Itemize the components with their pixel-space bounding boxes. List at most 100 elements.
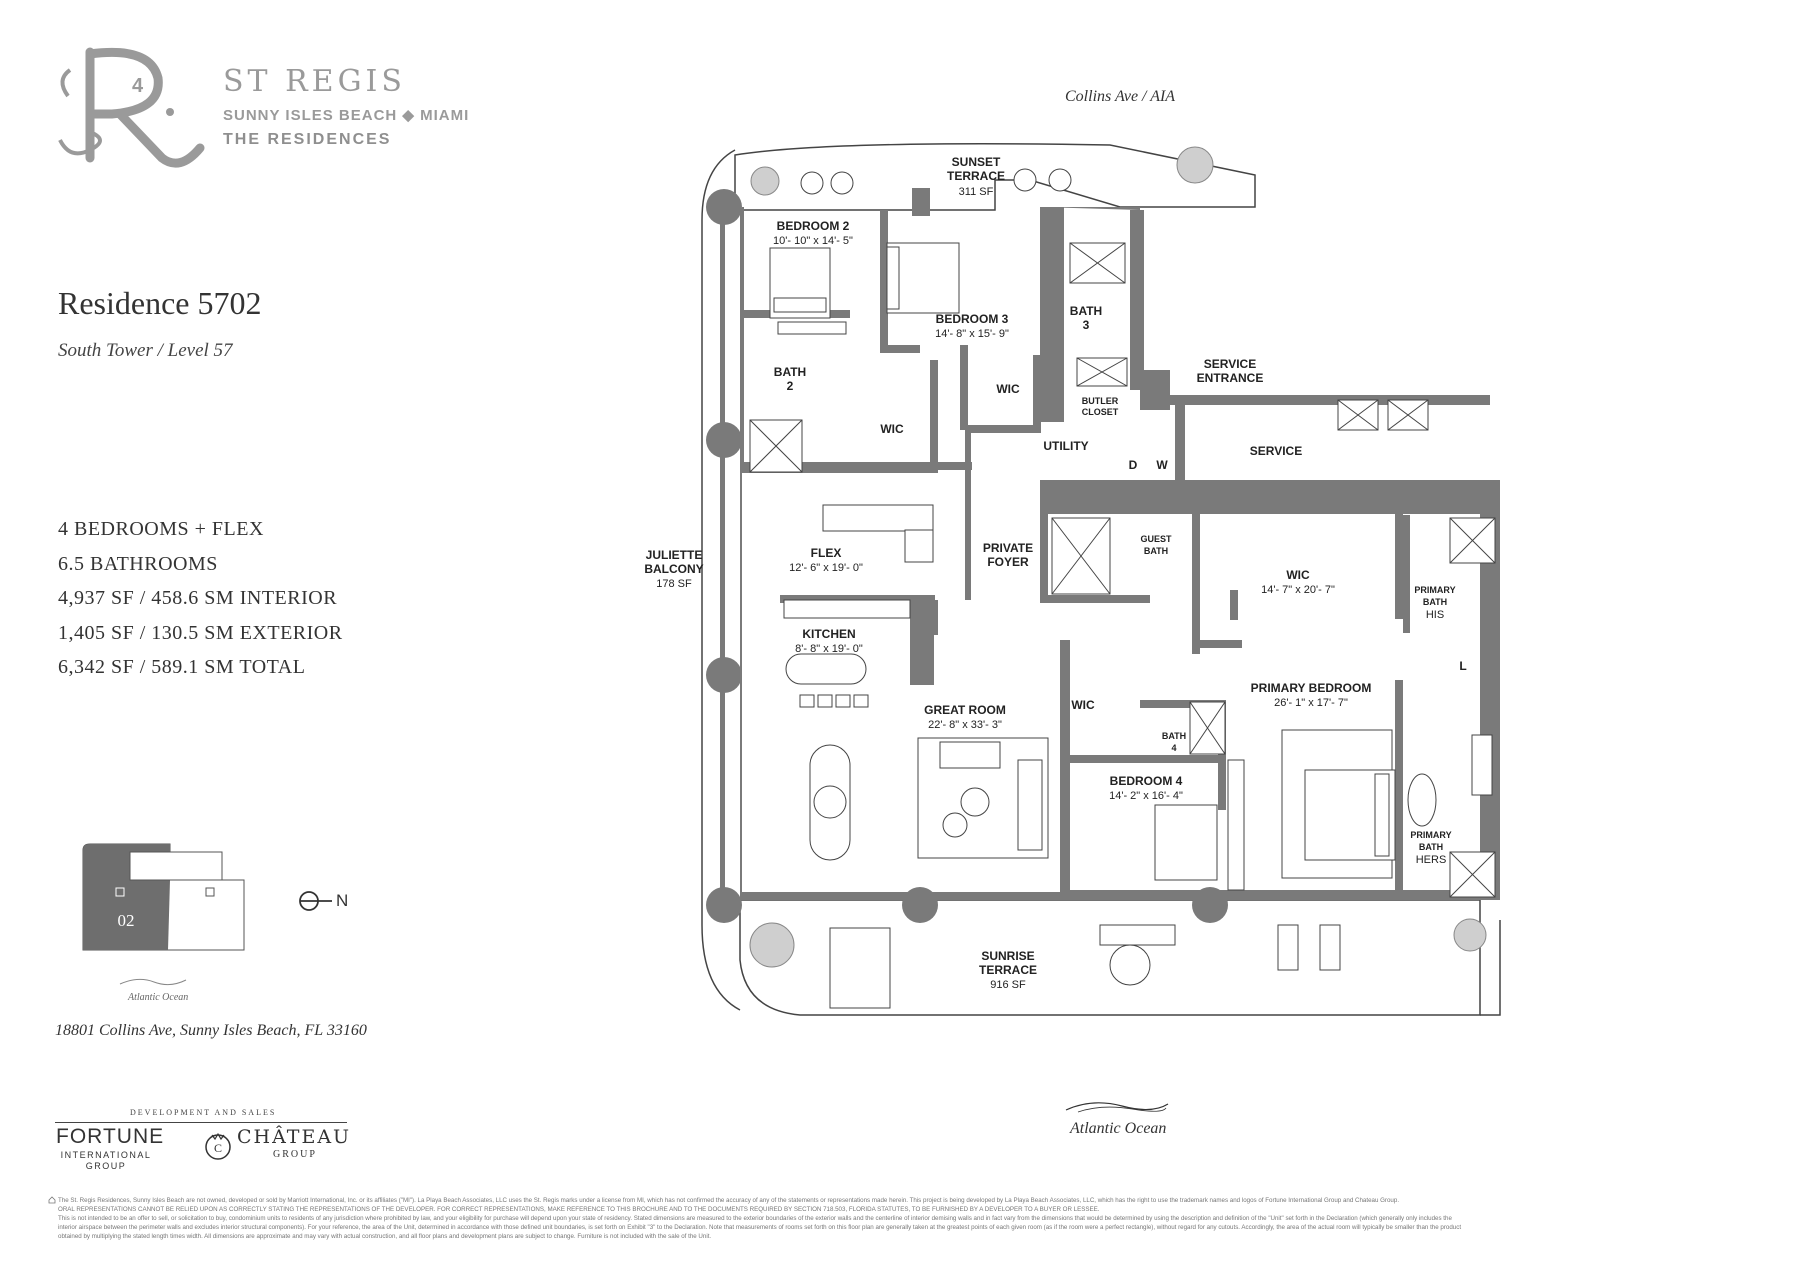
foyer-label: PRIVATE <box>983 541 1033 555</box>
lounger-icon <box>1319 924 1341 971</box>
fortune-sub-line1: INTERNATIONAL <box>60 1150 152 1160</box>
bathtub-icon <box>1407 773 1437 827</box>
linen-label: L <box>1459 659 1466 673</box>
sunset-terrace-label: SUNSET <box>952 155 1001 169</box>
plan-ocean-label: Atlantic Ocean <box>1070 1120 1167 1137</box>
disclaimer-line-5: obtained by multiplying the stated lengt… <box>58 1233 712 1240</box>
brand-name: ST REGIS <box>223 64 406 99</box>
primary-bedroom-dim: 26'- 1" x 17'- 7" <box>1274 697 1348 709</box>
disclaimer-line-4: interior airspace between the perimeter … <box>58 1224 1462 1231</box>
chair-icon <box>800 171 824 195</box>
column <box>706 422 742 458</box>
sectional-sofa-icon <box>822 504 934 532</box>
fortune-logo-text: FORTUNE <box>56 1125 165 1148</box>
primary-bedroom-label: PRIMARY BEDROOM <box>1251 681 1372 695</box>
stat-total: 6,342 SF / 589.1 SM TOTAL <box>58 656 306 678</box>
wic-b4-label: WIC <box>1071 698 1095 712</box>
vanity-icon <box>1471 734 1493 796</box>
brand-residences: THE RESIDENCES <box>223 131 392 148</box>
key-plan-wave-icon <box>119 978 187 986</box>
bath-his-label: PRIMARY <box>1414 585 1455 595</box>
coffee-table-icon <box>960 787 990 817</box>
kitchen-dim: 8'- 8" x 19'- 0" <box>795 643 863 655</box>
sunset-terrace-area: 311 SF <box>959 186 994 198</box>
bath-hers-label-3: HERS <box>1416 854 1447 866</box>
developers-divider <box>55 1122 347 1123</box>
wic-main-label: WIC <box>1286 568 1310 582</box>
bed-icon <box>1154 804 1218 881</box>
butler-label-2: CLOSET <box>1082 407 1119 417</box>
bath2-label: BATH <box>774 365 806 379</box>
utility-label: UTILITY <box>1043 439 1088 453</box>
great-room-label: GREAT ROOM <box>924 703 1006 717</box>
fortune-logo-sub: INTERNATIONAL GROUP <box>56 1150 156 1172</box>
service-entrance-label-2: ENTRANCE <box>1197 371 1264 385</box>
service-entrance-label: SERVICE <box>1204 357 1256 371</box>
residence-subtitle: South Tower / Level 57 <box>58 340 233 361</box>
ocean-wave-icon <box>1065 1102 1169 1113</box>
developers-label: DEVELOPMENT AND SALES <box>130 1108 277 1117</box>
juliette-label: JULIETTE <box>646 548 703 562</box>
chair-icon <box>1013 168 1037 192</box>
room-labels: SUNSET TERRACE 311 SF BEDROOM 2 10'- 10"… <box>644 155 1466 991</box>
kitchen-counter-icon <box>783 599 911 619</box>
flex-label: FLEX <box>811 546 842 560</box>
bedroom4-dim: 14'- 2" x 16'- 4" <box>1109 790 1183 802</box>
juliette-label-2: BALCONY <box>644 562 703 576</box>
washer-label: W <box>1156 458 1168 472</box>
bath2-num: 2 <box>787 379 794 393</box>
brand-subline: SUNNY ISLES BEACH ◆ MIAMI <box>223 107 470 124</box>
disclaimer-line-3: This is not intended to be an offer to s… <box>58 1215 1452 1222</box>
disclaimer-line-2: ORAL REPRESENTATIONS CANNOT BE RELIED UP… <box>58 1206 1100 1213</box>
plant-icon <box>749 922 795 968</box>
bath4-label: BATH <box>1162 731 1186 741</box>
chair-icon <box>830 171 854 195</box>
wic-main-dim: 14'- 7" x 20'- 7" <box>1261 584 1335 596</box>
key-plan: 02 <box>82 843 245 951</box>
bath-his-label-2: BATH <box>1423 597 1447 607</box>
chateau-crest-icon: C <box>205 1132 231 1160</box>
column <box>706 189 742 225</box>
legal-disclaimer: The St. Regis Residences, Sunny Isles Be… <box>58 1196 1788 1241</box>
bedroom3-label: BEDROOM 3 <box>936 312 1009 326</box>
plant-icon <box>1176 146 1214 184</box>
plant-icon <box>1453 918 1487 952</box>
bath-his-label-3: HIS <box>1426 609 1444 621</box>
stat-bedrooms: 4 BEDROOMS + FLEX <box>58 518 264 540</box>
juliette-area: 178 SF <box>656 578 692 590</box>
equal-housing-icon <box>48 1196 56 1204</box>
foyer-label-2: FOYER <box>987 555 1029 569</box>
bath3-label: BATH <box>1070 304 1102 318</box>
address: 18801 Collins Ave, Sunny Isles Beach, FL… <box>55 1022 367 1039</box>
great-room-dim: 22'- 8" x 33'- 3" <box>928 719 1002 731</box>
bath-hers-label: PRIMARY <box>1410 830 1451 840</box>
stat-interior: 4,937 SF / 458.6 SM INTERIOR <box>58 587 338 609</box>
stat-bathrooms: 6.5 BATHROOMS <box>58 552 218 575</box>
chair-icon <box>1048 168 1072 192</box>
service-label: SERVICE <box>1250 444 1302 458</box>
sunrise-terrace-label: SUNRISE <box>981 949 1034 963</box>
plant-icon <box>750 166 780 196</box>
west-curved-edge <box>701 149 741 1011</box>
column <box>706 887 742 923</box>
dryer-label: D <box>1129 458 1138 472</box>
bedroom3-dim: 14'- 8" x 15'- 9" <box>935 328 1009 340</box>
guest-bath-label-2: BATH <box>1144 546 1168 556</box>
bath4-num: 4 <box>1171 743 1176 753</box>
sunset-terrace-label-2: TERRACE <box>947 169 1005 183</box>
residence-title: Residence 5702 <box>58 285 262 321</box>
residence-stats: 4 BEDROOMS + FLEX 6.5 BATHROOMS 4,937 SF… <box>58 512 343 685</box>
st-regis-monogram-logo: 4 <box>58 47 205 168</box>
svg-text:C: C <box>214 1141 222 1155</box>
sofa-icon <box>939 741 1001 769</box>
sunrise-terrace-outline <box>739 899 1481 1016</box>
bedroom4-label: BEDROOM 4 <box>1110 774 1183 788</box>
svg-text:4: 4 <box>132 75 144 97</box>
column <box>706 657 742 693</box>
chateau-logo-text: CHÂTEAU <box>237 1126 352 1148</box>
fortune-sub-line2: GROUP <box>85 1161 127 1171</box>
bath-hers-label-2: BATH <box>1419 842 1443 852</box>
key-plan-unit-number: 02 <box>118 911 135 930</box>
outdoor-dining-icon <box>829 927 891 1009</box>
